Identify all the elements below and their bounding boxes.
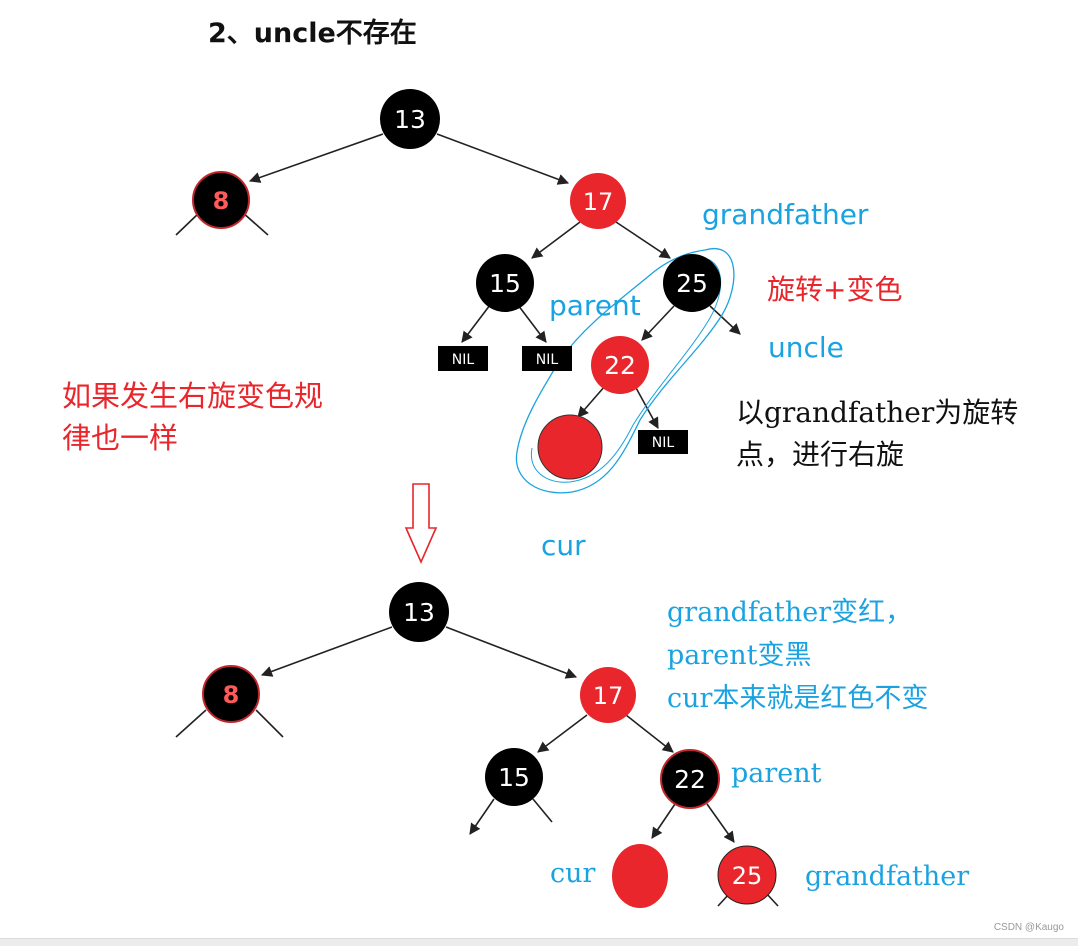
top-node-25: 25 <box>663 254 721 312</box>
bottom-node-22: 22 <box>660 749 720 809</box>
edge-13-8 <box>248 133 384 183</box>
bottom-label-parent: parent <box>731 758 822 789</box>
edge-15-nil-left <box>461 304 491 343</box>
top-tree-edges <box>175 133 741 429</box>
top-node-17-label: 17 <box>583 188 614 216</box>
top-node-15: 15 <box>476 254 534 312</box>
note-pivot-line1: 以grandfather为旋转 <box>736 396 1019 429</box>
top-nil-1-label: NIL <box>452 352 475 368</box>
edge-13-17 <box>436 133 570 185</box>
b-edge-13-8 <box>260 626 393 677</box>
bottom-label-grandfather: grandfather <box>805 861 970 892</box>
b-edge-15-left <box>469 798 495 835</box>
top-node-cur <box>537 414 603 480</box>
bottom-node-8: 8 <box>202 665 260 723</box>
bottom-node-17: 17 <box>580 667 636 723</box>
top-node-13-label: 13 <box>394 105 426 134</box>
bottom-node-15-label: 15 <box>498 763 530 792</box>
transition-down-arrow <box>404 483 438 564</box>
lasso-highlight-inner <box>530 257 722 483</box>
b-edge-8-left-stub <box>175 709 207 738</box>
bottom-node-8-label: 8 <box>223 681 240 709</box>
edge-17-25 <box>615 221 671 259</box>
note-right-rotation-rule-line2: 律也一样 <box>62 421 179 456</box>
b-edge-17-15 <box>537 714 588 753</box>
lasso-highlight <box>515 247 735 494</box>
top-nil-3: NIL <box>638 430 688 454</box>
note-pivot-line2: 点，进行右旋 <box>736 438 905 471</box>
b-edge-13-17 <box>445 626 578 679</box>
note-right-rotation-rule-line1: 如果发生右旋变色规 <box>62 379 324 413</box>
edge-25-22 <box>641 305 675 341</box>
edge-22-cur <box>577 385 606 418</box>
top-node-22: 22 <box>591 336 649 394</box>
top-nil-3-label: NIL <box>652 435 675 451</box>
top-nil-1: NIL <box>438 346 488 371</box>
top-label-uncle: uncle <box>768 331 844 364</box>
top-label-cur: cur <box>541 529 586 562</box>
note-right-rotation-rule: 如果发生右旋变色规 律也一样 <box>62 375 323 459</box>
watermark: CSDN @Kaugo <box>993 922 1064 933</box>
bottom-node-25-label: 25 <box>732 862 763 890</box>
page-title: 2、uncle不存在 <box>208 18 417 49</box>
bottom-label-cur: cur <box>550 858 596 889</box>
top-label-parent: parent <box>549 289 641 322</box>
top-node-22-label: 22 <box>604 351 636 380</box>
top-node-13: 13 <box>380 89 440 149</box>
note-recolor-line2: parent变黑 <box>667 640 812 672</box>
b-edge-15-right <box>532 798 553 823</box>
bottom-node-cur <box>612 844 668 908</box>
edge-25-uncle <box>709 305 741 335</box>
note-pivot: 以grandfather为旋转 点，进行右旋 <box>736 392 1018 476</box>
bottom-scroll-bar <box>0 938 1078 946</box>
edge-15-nil-right <box>517 304 547 343</box>
note-rotate-recolor: 旋转+变色 <box>767 273 903 306</box>
b-edge-22-cur <box>651 803 676 839</box>
bottom-node-22-label: 22 <box>674 765 706 794</box>
top-nil-2: NIL <box>522 346 572 371</box>
top-node-8: 8 <box>192 171 250 229</box>
bottom-node-17-label: 17 <box>593 682 624 710</box>
b-edge-22-25 <box>706 803 735 843</box>
b-edge-8-right-stub <box>255 709 284 738</box>
top-node-8-label: 8 <box>213 187 230 215</box>
bottom-node-13-label: 13 <box>403 598 435 627</box>
bottom-tree-edges <box>175 626 779 907</box>
bottom-node-25: 25 <box>717 845 777 905</box>
note-recolor-line1: grandfather变红， <box>667 597 913 628</box>
edge-22-nil <box>634 385 659 429</box>
edge-8-left-stub <box>175 211 201 236</box>
top-node-15-label: 15 <box>489 269 521 298</box>
bottom-node-13: 13 <box>389 582 449 642</box>
note-recolor-line3: cur本来就是红色不变 <box>667 683 929 715</box>
top-node-25-label: 25 <box>676 269 708 298</box>
top-label-grandfather: grandfather <box>702 198 869 231</box>
note-recolor: grandfather变红， parent变黑 cur本来就是红色不变 <box>667 591 928 721</box>
top-nil-2-label: NIL <box>536 352 559 368</box>
edge-17-15 <box>531 221 581 259</box>
bottom-node-15: 15 <box>485 748 543 806</box>
b-edge-17-22 <box>625 714 674 753</box>
edge-8-right-stub <box>241 211 269 236</box>
top-node-17: 17 <box>570 173 626 229</box>
